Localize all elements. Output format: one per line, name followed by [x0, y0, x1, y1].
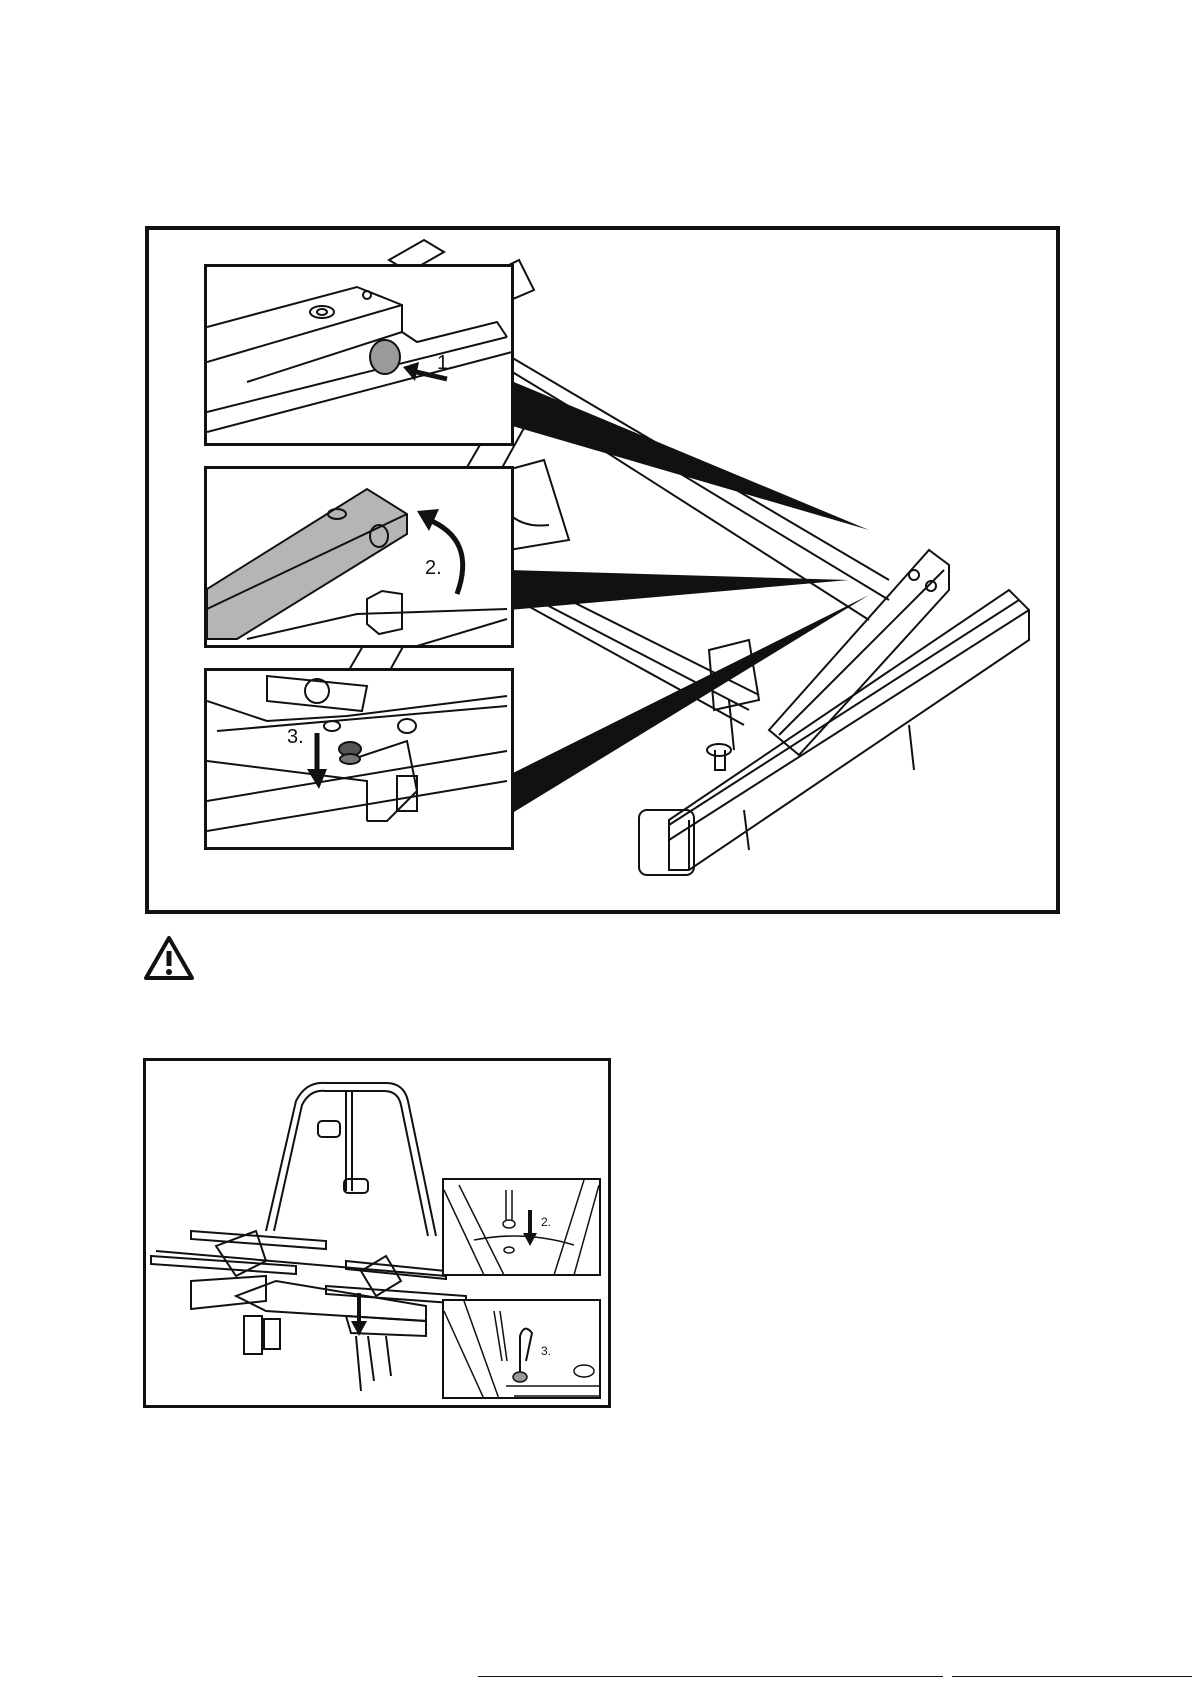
push-button [370, 340, 400, 374]
lock-pin-icon [513, 1329, 532, 1382]
assembly-figure-2: 2. 3. [143, 1058, 611, 1408]
detail-inset-step-2: 2. [204, 466, 514, 648]
assembly-figure-1: 1. 2. [145, 226, 1060, 914]
detail-inset-step-1: 1. [204, 264, 514, 446]
detail-inset-step-2-small: 2. [442, 1178, 601, 1276]
warning-triangle-icon [143, 935, 195, 981]
footer-rule-left [478, 1676, 943, 1677]
arrow-down-icon [523, 1210, 537, 1246]
step-2-label: 2. [425, 557, 442, 579]
step-3-label: 3. [287, 726, 304, 748]
bolt-icon [339, 742, 361, 764]
step-3-small-label: 3. [541, 1344, 551, 1358]
detail-inset-step-3: 3. [204, 668, 514, 850]
arrow-rotate-icon [417, 509, 463, 594]
footer-rule-right [952, 1676, 1192, 1677]
detail-inset-step-3-small: 3. [442, 1299, 601, 1399]
step-2-small-label: 2. [541, 1215, 551, 1229]
arrow-down-icon [351, 1293, 367, 1336]
step-1-label: 1. [437, 352, 454, 374]
